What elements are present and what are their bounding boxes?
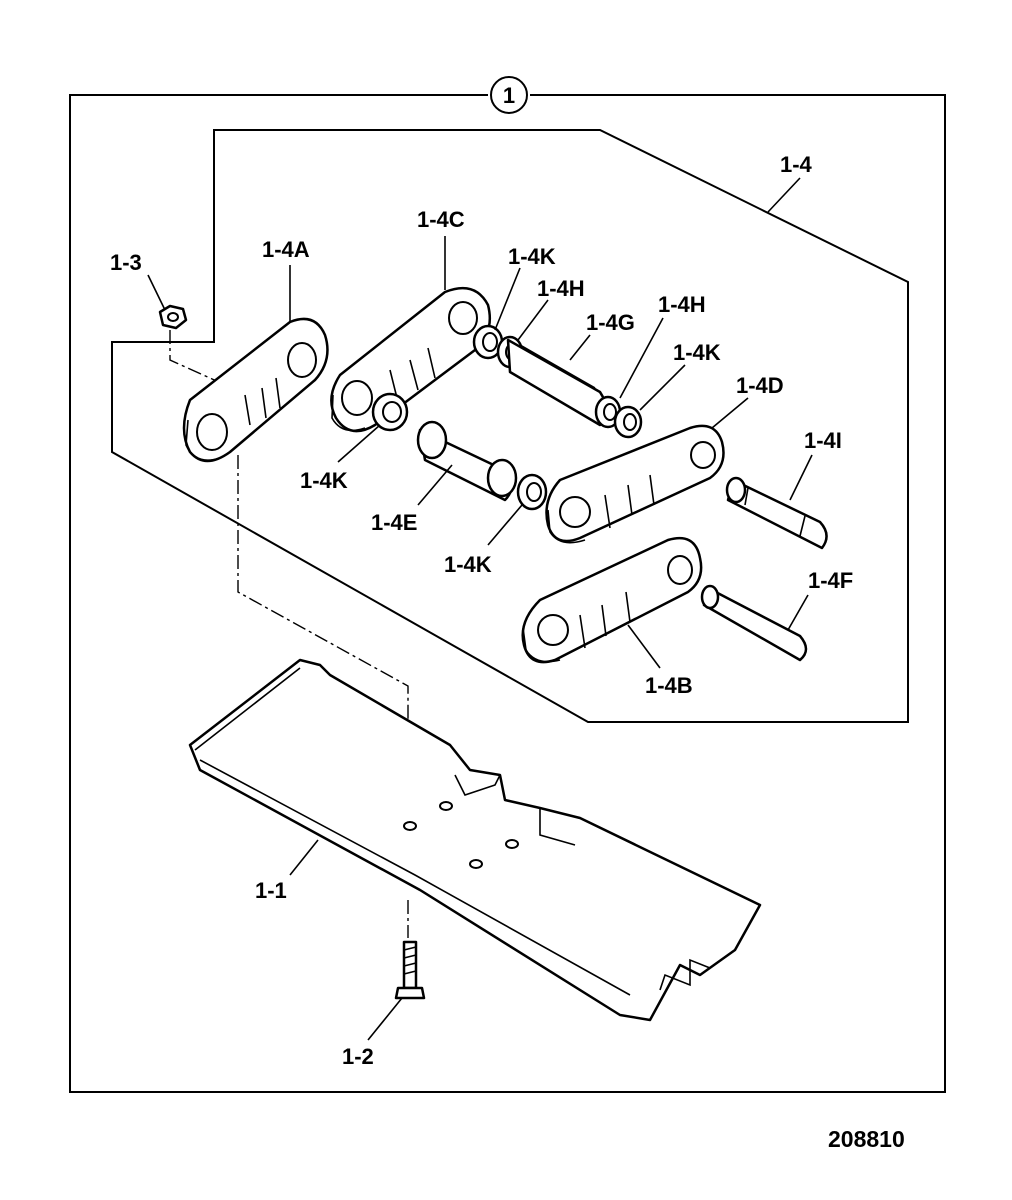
pin-1-4F [700,584,808,662]
pin-1-4I [725,476,828,550]
label-1-1: 1-1 [255,878,287,903]
outer-frame [69,94,946,1093]
drawing-id: 208810 [828,1126,905,1152]
link-1-4D [545,424,725,544]
link-1-4B [521,536,703,664]
label-1-4A: 1-4A [262,237,310,262]
label-1-4F: 1-4F [808,568,853,593]
label-1-4K-right: 1-4K [673,340,721,365]
label-1-3: 1-3 [110,250,142,275]
label-1-4B: 1-4B [645,673,693,698]
track-shoe-1-1 [188,658,762,1022]
seal-1-4K-top [472,324,504,360]
seal-1-4K-bottom [516,473,548,511]
bushing-1-4E [416,420,518,502]
label-1-4I: 1-4I [804,428,842,453]
leader-lines [147,177,813,1041]
link-1-4C [330,286,492,433]
label-1-4: 1-4 [780,152,813,177]
label-1-4K-left: 1-4K [300,468,348,493]
label-1-4H-left: 1-4H [537,276,585,301]
link-1-4A [182,317,329,463]
seal-1-4K-right [613,405,643,439]
subassembly-boundary [111,129,909,723]
label-1-4K-top: 1-4K [508,244,556,269]
label-1-4K-bottom: 1-4K [444,552,492,577]
figure-number-callout: 1 [490,76,528,114]
figure-number: 1 [503,83,515,108]
part-labels: 1-4 1-4C 1-4A 1-3 1-4K 1-4H 1-4G 1-4H 1-… [110,152,853,1069]
label-1-4E: 1-4E [371,510,417,535]
pin-1-4G [506,338,608,427]
label-1-2: 1-2 [342,1044,374,1069]
label-1-4C: 1-4C [417,207,465,232]
label-1-4G: 1-4G [586,310,635,335]
nut-1-3 [158,304,188,330]
label-1-4H-right: 1-4H [658,292,706,317]
bolt-1-2 [394,940,426,1000]
seal-1-4K-left [371,392,409,432]
label-1-4D: 1-4D [736,373,784,398]
